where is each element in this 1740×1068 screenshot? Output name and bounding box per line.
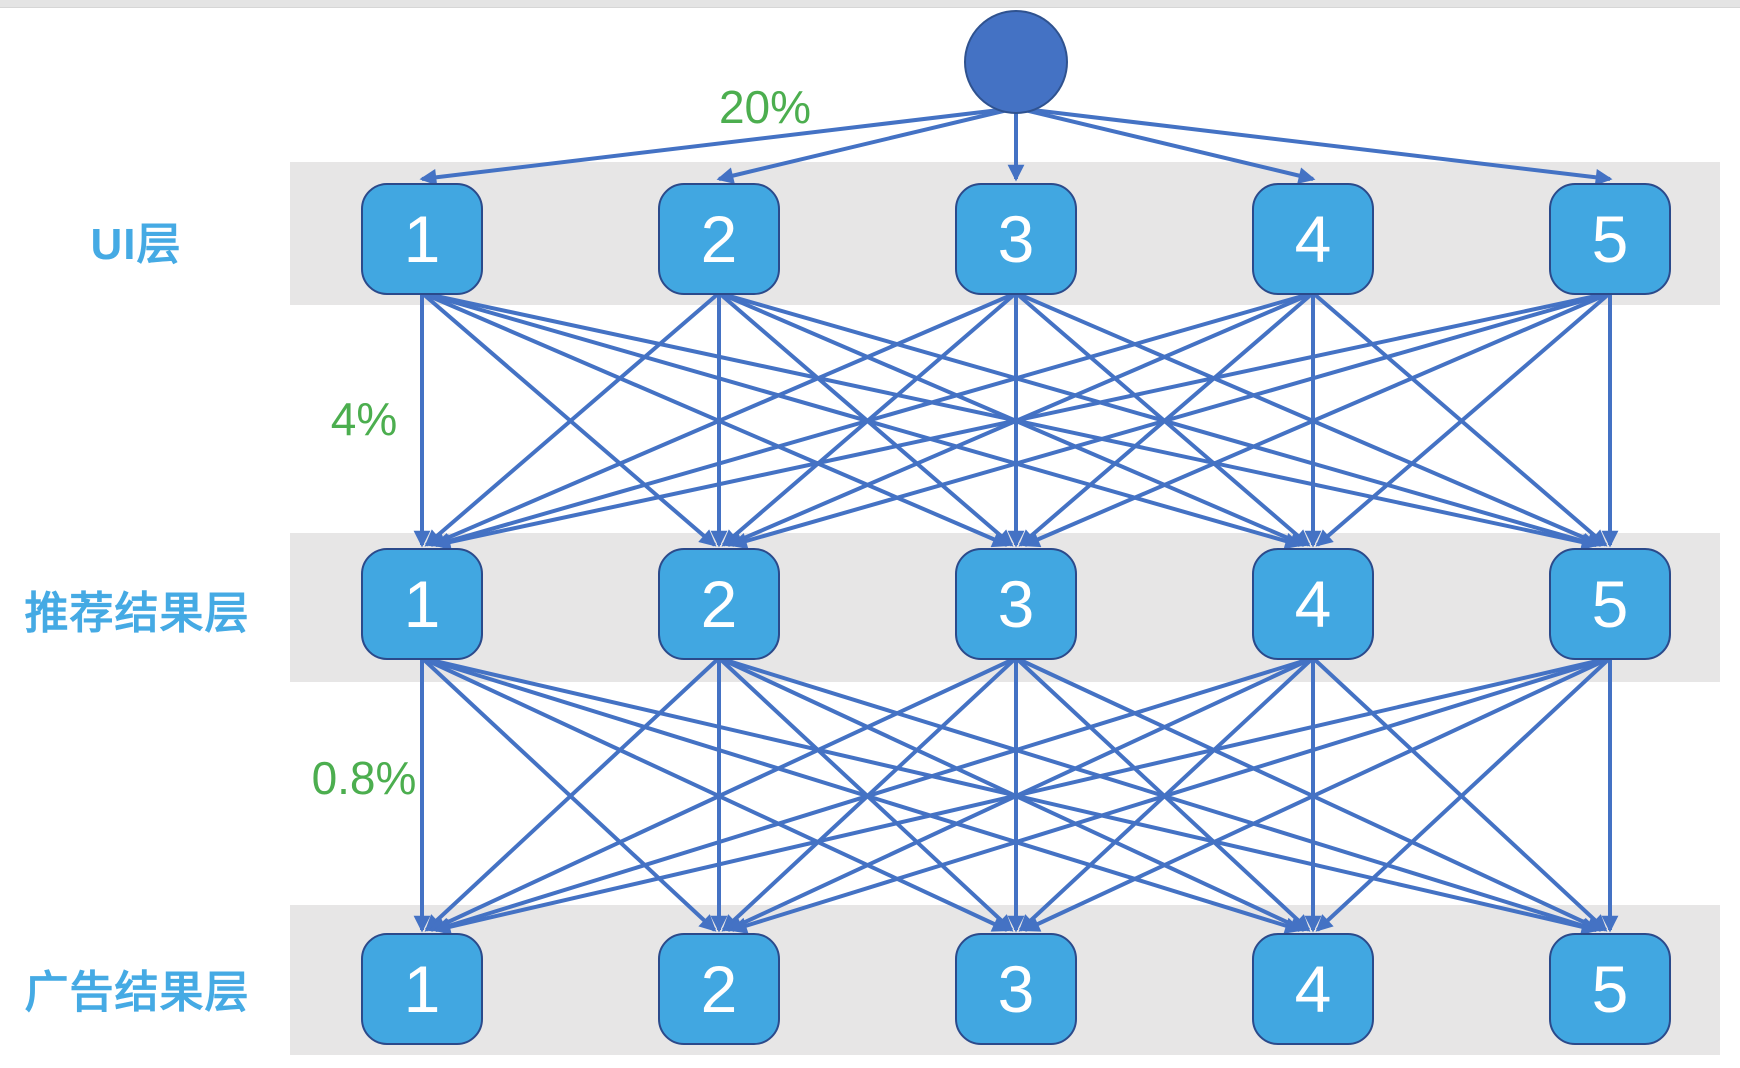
node-ui-1: 1 [361,183,483,295]
edge-ui1-rec3 [421,291,1010,548]
edge-rec3-ad5 [1015,656,1604,932]
node-ui-2: 2 [658,183,780,295]
edge-rec5-ad4 [1315,656,1612,932]
rate-label-recommendation-to-ads: 0.8% [311,752,417,804]
edge-ui5-rec2 [729,291,1611,550]
edge-ui2-rec4 [718,291,1307,548]
rate-label-root-to-ui: 20% [718,81,812,133]
edge-rec1-ad3 [421,656,1010,932]
node-ad-2: 2 [658,933,780,1045]
root-node [964,10,1068,114]
edge-ui1-rec4 [421,291,1303,550]
edge-ui4-rec5 [1311,291,1608,547]
node-rec-3: 3 [955,548,1077,660]
edge-rec3-ad4 [1014,656,1311,932]
rate-label-ui-to-recommendation: 4% [330,393,398,445]
edge-rec5-ad1 [433,656,1611,935]
node-ad-5: 5 [1549,933,1671,1045]
edge-ui5-rec1 [433,291,1611,551]
edge-rec1-ad2 [420,656,717,932]
edge-rec5-ad3 [1022,656,1611,932]
edge-rec2-ad5 [718,656,1600,934]
edge-rec5-ad2 [729,656,1611,934]
node-ui-5: 5 [1549,183,1671,295]
edge-ui1-rec2 [420,291,717,547]
edge-ui2-rec1 [424,291,721,547]
edge-ui3-rec5 [1015,291,1604,548]
edge-ui5-rec4 [1315,291,1612,547]
node-ad-1: 1 [361,933,483,1045]
edge-ui4-rec1 [432,291,1314,550]
layer-label-recommendation: 推荐结果层 [24,589,250,638]
node-ad-3: 3 [955,933,1077,1045]
edge-ui2-rec5 [718,291,1600,550]
edge-rec2-ad4 [718,656,1307,932]
edge-root-ui1 [419,106,1017,186]
edge-root-ui4 [1015,106,1316,184]
edge-rec4-ad5 [1311,656,1608,932]
edge-rec2-ad3 [717,656,1014,932]
node-rec-4: 4 [1252,548,1374,660]
edge-ui3-rec1 [428,291,1017,548]
node-ui-4: 4 [1252,183,1374,295]
edge-rec3-ad1 [428,656,1017,932]
edge-ui3-rec4 [1014,291,1311,547]
layer-label-ui: UI层 [90,220,182,269]
node-ad-4: 4 [1252,933,1374,1045]
top-strip [0,0,1740,8]
edge-rec4-ad1 [432,656,1314,934]
edge-ui2-rec3 [717,291,1014,547]
edge-rec1-ad4 [421,656,1303,934]
node-rec-2: 2 [658,548,780,660]
edge-root-ui5 [1015,106,1613,186]
layer-label-ads: 广告结果层 [24,968,250,1017]
edge-ui5-rec3 [1022,291,1611,548]
node-rec-5: 5 [1549,548,1671,660]
node-ui-3: 3 [955,183,1077,295]
node-rec-1: 1 [361,548,483,660]
edge-rec2-ad1 [424,656,721,932]
edge-root-ui2 [716,106,1017,184]
